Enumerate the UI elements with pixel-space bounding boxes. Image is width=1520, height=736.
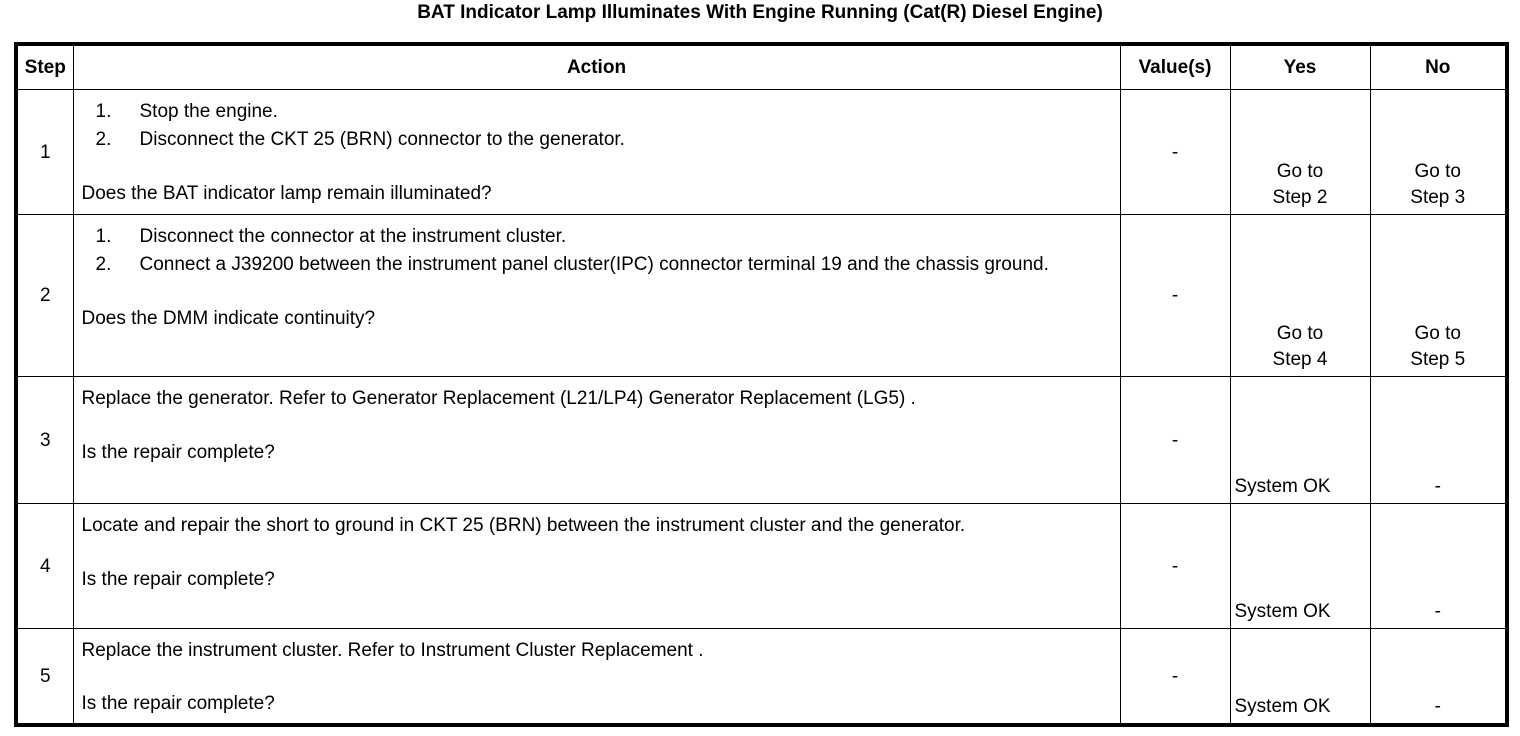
page-title: BAT Indicator Lamp Illuminates With Engi… — [417, 2, 1103, 23]
no-cell: - — [1369, 376, 1508, 504]
no-line-1: Go to — [1414, 323, 1461, 344]
yes-cell: System OK — [1229, 503, 1371, 629]
yes-line-1: Go to — [1276, 323, 1324, 344]
step-number: 4 — [15, 503, 74, 629]
table-row: 4 Locate and repair the short to ground … — [15, 503, 1508, 629]
value-cell: - — [1119, 89, 1231, 215]
table-header: Step Action Value(s) Yes No — [15, 43, 1508, 90]
list-item-text: Disconnect the connector at the instrume… — [139, 226, 567, 247]
no-line-1: Go to — [1414, 161, 1461, 182]
list-item: 1. Disconnect the connector at the instr… — [82, 223, 1114, 250]
action-question: Is the repair complete? — [81, 442, 275, 463]
list-item-number: 1. — [95, 226, 112, 247]
column-header-step: Step — [15, 43, 74, 90]
list-item: 2. Disconnect the CKT 25 (BRN) connector… — [82, 126, 1114, 153]
table-row: 1 1. Stop the engine. 2. Disconnect the … — [15, 89, 1508, 215]
yes-cell: Go to Step 4 — [1229, 214, 1371, 377]
diagnostic-table: Step Action Value(s) Yes No 1 1. Stop th… — [14, 42, 1509, 727]
yes-line-2: System OK — [1234, 696, 1331, 717]
column-header-value: Value(s) — [1119, 43, 1231, 90]
table-body: 1 1. Stop the engine. 2. Disconnect the … — [15, 89, 1508, 726]
list-item-text: Disconnect the CKT 25 (BRN) connector to… — [139, 129, 625, 150]
list-item-number: 2. — [95, 254, 112, 275]
value-cell: - — [1119, 214, 1231, 377]
list-item: 2. Connect a J39200 between the instrume… — [82, 251, 1114, 278]
yes-cell: Go to Step 2 — [1229, 89, 1371, 215]
yes-line-2: System OK — [1234, 601, 1331, 622]
action-paragraph: Replace the instrument cluster. Refer to… — [81, 640, 704, 661]
action-question: Is the repair complete? — [81, 693, 275, 714]
yes-line-2: Step 2 — [1272, 187, 1328, 208]
no-cell: Go to Step 5 — [1369, 214, 1508, 377]
list-item: 1. Stop the engine. — [82, 98, 1114, 125]
action-cell: Replace the generator. Refer to Generato… — [72, 376, 1121, 504]
no-cell: - — [1369, 503, 1508, 629]
action-question: Does the BAT indicator lamp remain illum… — [81, 183, 492, 204]
action-paragraph: Replace the generator. Refer to Generato… — [81, 388, 916, 409]
action-step-list: 1. Stop the engine. 2. Disconnect the CK… — [82, 98, 1114, 153]
step-number: 5 — [15, 628, 74, 726]
step-number: 3 — [15, 376, 74, 504]
action-cell: 1. Disconnect the connector at the instr… — [72, 214, 1121, 377]
action-cell: Replace the instrument cluster. Refer to… — [72, 628, 1121, 726]
yes-line-1: Go to — [1276, 161, 1324, 182]
action-question: Does the DMM indicate continuity? — [81, 308, 376, 329]
column-header-action: Action — [72, 43, 1121, 90]
list-item-number: 1. — [95, 101, 112, 122]
value-cell: - — [1119, 503, 1231, 629]
column-header-no: No — [1369, 43, 1508, 90]
table-row: 5 Replace the instrument cluster. Refer … — [15, 628, 1508, 726]
column-header-yes: Yes — [1229, 43, 1371, 90]
no-cell: - — [1369, 628, 1508, 726]
list-item-text: Stop the engine. — [139, 101, 278, 122]
value-cell: - — [1119, 628, 1231, 726]
no-line-2: - — [1434, 476, 1441, 497]
action-question: Is the repair complete? — [81, 569, 275, 590]
yes-line-2: Step 4 — [1272, 349, 1328, 370]
action-paragraph: Locate and repair the short to ground in… — [81, 515, 966, 536]
value-cell: - — [1119, 376, 1231, 504]
no-line-2: - — [1434, 601, 1441, 622]
action-cell: 1. Stop the engine. 2. Disconnect the CK… — [72, 89, 1121, 215]
list-item-number: 2. — [95, 129, 112, 150]
no-line-2: Step 3 — [1410, 187, 1466, 208]
step-number: 1 — [15, 89, 74, 215]
no-line-2: - — [1434, 696, 1441, 717]
no-cell: Go to Step 3 — [1369, 89, 1508, 215]
yes-cell: System OK — [1229, 376, 1371, 504]
yes-line-2: System OK — [1234, 476, 1331, 497]
action-cell: Locate and repair the short to ground in… — [72, 503, 1121, 629]
action-step-list: 1. Disconnect the connector at the instr… — [82, 223, 1114, 278]
step-number: 2 — [15, 214, 74, 377]
table-row: 2 1. Disconnect the connector at the ins… — [15, 214, 1508, 377]
no-line-2: Step 5 — [1410, 349, 1466, 370]
list-item-text: Connect a J39200 between the instrument … — [139, 254, 1049, 275]
table-row: 3 Replace the generator. Refer to Genera… — [15, 376, 1508, 504]
yes-cell: System OK — [1229, 628, 1371, 726]
table-header-row: Step Action Value(s) Yes No — [15, 43, 1508, 90]
